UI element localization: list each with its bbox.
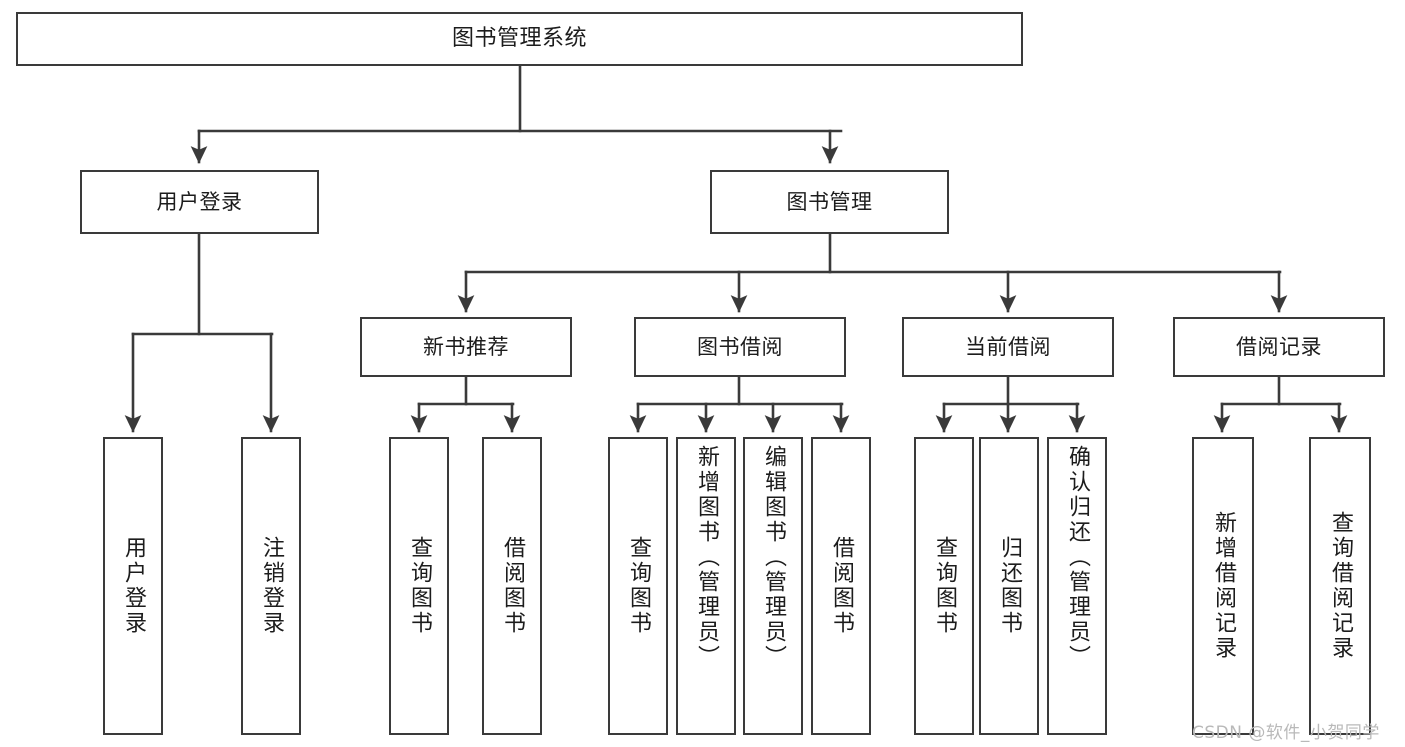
csdn-watermark: CSDN @软件_小贺同学: [1192, 723, 1380, 743]
node-label: 查询图书: [626, 536, 651, 636]
node-leaf-confirm-return[interactable]: 确认归还（管理员）: [1047, 437, 1107, 735]
node-label: 借阅图书: [829, 536, 854, 636]
node-leaf-logout-login[interactable]: 注销登录: [241, 437, 301, 735]
node-new-book-recommend[interactable]: 新书推荐: [360, 317, 572, 377]
node-root-system[interactable]: 图书管理系统: [16, 12, 1023, 66]
node-label: 查询借阅记录: [1328, 511, 1353, 661]
node-label: 新增图书（管理员）: [694, 445, 719, 670]
node-label: 新增借阅记录: [1211, 511, 1236, 661]
node-label: 图书管理系统: [451, 26, 587, 52]
node-leaf-query-book-3[interactable]: 查询图书: [914, 437, 974, 735]
node-book-manage[interactable]: 图书管理: [710, 170, 949, 234]
node-label: 归还图书: [997, 536, 1022, 636]
node-label: 图书借阅: [697, 334, 783, 359]
node-borrow-record[interactable]: 借阅记录: [1173, 317, 1385, 377]
node-label: 编辑图书（管理员）: [761, 445, 786, 670]
node-leaf-add-book[interactable]: 新增图书（管理员）: [676, 437, 736, 735]
node-label: 新书推荐: [423, 334, 509, 359]
node-label: 确认归还（管理员）: [1065, 445, 1090, 670]
node-label: 用户登录: [121, 536, 146, 636]
node-label: 图书管理: [786, 189, 873, 214]
node-label: 查询图书: [932, 536, 957, 636]
node-leaf-borrow-book-1[interactable]: 借阅图书: [482, 437, 542, 735]
node-current-borrow[interactable]: 当前借阅: [902, 317, 1114, 377]
node-user-login[interactable]: 用户登录: [80, 170, 319, 234]
node-label: 借阅记录: [1236, 334, 1322, 359]
node-label: 查询图书: [407, 536, 432, 636]
node-label: 当前借阅: [965, 334, 1051, 359]
node-label: 注销登录: [259, 536, 284, 636]
node-book-borrow[interactable]: 图书借阅: [634, 317, 846, 377]
node-leaf-add-record[interactable]: 新增借阅记录: [1192, 437, 1254, 735]
node-leaf-query-book-1[interactable]: 查询图书: [389, 437, 449, 735]
node-leaf-query-book-2[interactable]: 查询图书: [608, 437, 668, 735]
node-leaf-return-book[interactable]: 归还图书: [979, 437, 1039, 735]
node-leaf-query-record[interactable]: 查询借阅记录: [1309, 437, 1371, 735]
node-leaf-user-login[interactable]: 用户登录: [103, 437, 163, 735]
node-leaf-borrow-book-2[interactable]: 借阅图书: [811, 437, 871, 735]
node-leaf-edit-book[interactable]: 编辑图书（管理员）: [743, 437, 803, 735]
node-label: 借阅图书: [500, 536, 525, 636]
node-label: 用户登录: [156, 189, 243, 214]
